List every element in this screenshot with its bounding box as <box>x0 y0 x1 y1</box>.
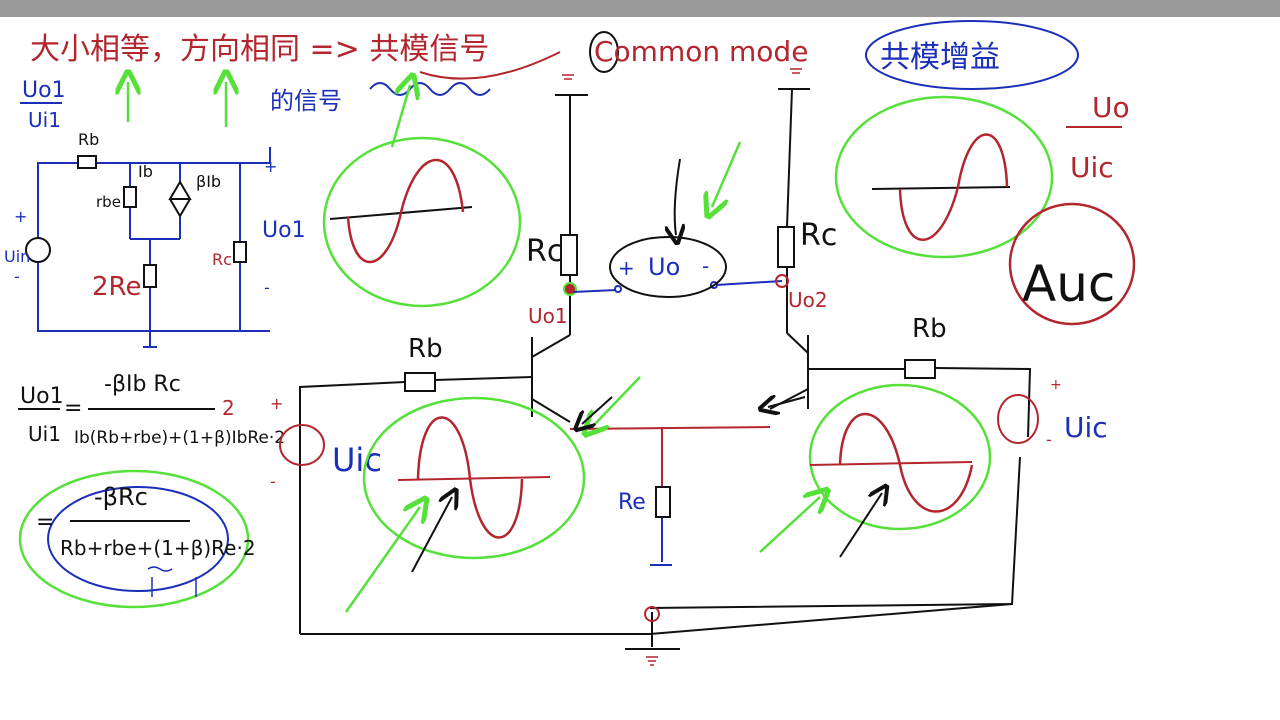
header-english: Common mode <box>594 35 808 68</box>
svg-text:Rb+rbe+(1+β)Re·2: Rb+rbe+(1+β)Re·2 <box>60 536 256 560</box>
uo1-label: Uo1 <box>528 304 568 328</box>
sine-bubble-top-left <box>322 136 522 308</box>
header-line1b: 的信号 <box>270 87 342 115</box>
left-rc: Rc <box>212 250 232 269</box>
header-underline <box>369 51 561 96</box>
rc-right-label: Rc <box>800 218 837 253</box>
left-plus: + <box>14 207 27 226</box>
black-arrows <box>411 158 882 573</box>
sine-bubble-bottom-left <box>362 396 586 560</box>
green-up-arrows <box>128 82 226 127</box>
left-beta-ib: βIb <box>196 172 221 191</box>
svg-text:Ui1: Ui1 <box>28 422 61 446</box>
re-label: Re <box>618 490 646 515</box>
sine-bubble-top-right <box>834 95 1054 259</box>
left-ratio: Uo1 Ui1 <box>20 78 66 132</box>
formula-fraction2: = -βRc Rb+rbe+(1+β)Re·2 <box>36 483 256 560</box>
svg-text:Uo1: Uo1 <box>20 384 64 409</box>
svg-text:=: = <box>36 510 54 535</box>
right-output-node <box>775 274 789 288</box>
left-ib: Ib <box>138 162 153 181</box>
whiteboard-canvas: 大小相等，方向相同 => 共模信号 的信号 Common mode 共模增益 U… <box>4 20 1136 666</box>
svg-text:=: = <box>64 396 82 421</box>
left-out-plus: + <box>264 157 277 176</box>
left-minus: - <box>14 267 20 286</box>
svg-text:Uo1: Uo1 <box>22 78 66 103</box>
main-emitter-node <box>569 426 771 487</box>
rc-left-label: Rc <box>526 234 563 269</box>
right-src-minus: - <box>1046 430 1052 449</box>
left-circuit-wires <box>37 147 271 348</box>
formula-fraction1: -βIb Rc Ib(Rb+rbe)+(1+β)IbRe·2 2 <box>74 372 285 448</box>
left-uin: Uin <box>4 247 30 266</box>
main-components <box>279 226 1039 622</box>
svg-text:Ib(Rb+rbe)+(1+β)IbRe·2: Ib(Rb+rbe)+(1+β)IbRe·2 <box>74 428 285 448</box>
auc-circle <box>1008 202 1136 326</box>
left-src-minus: - <box>270 472 276 491</box>
svg-text:Ui1: Ui1 <box>28 108 61 132</box>
left-out-minus: - <box>264 278 270 297</box>
sine-bubble-bottom-right <box>808 383 992 531</box>
left-uo1: Uo1 <box>262 218 306 243</box>
uo-label: Uo <box>648 253 680 281</box>
auc-label: Auc <box>1022 255 1115 313</box>
right-src-plus: + <box>1050 377 1062 393</box>
ground-symbols <box>562 68 802 666</box>
left-components <box>25 155 247 288</box>
left-rb: Rb <box>78 130 99 149</box>
uo-minus: - <box>702 254 709 278</box>
left-src-plus: + <box>270 394 283 413</box>
top-bar <box>0 0 1280 17</box>
svg-text:-βIb Rc: -βIb Rc <box>104 372 181 397</box>
gain-ratio: Uo Uic <box>1066 91 1130 184</box>
formula-blue-circle <box>47 486 229 592</box>
main-re-wire <box>650 517 672 566</box>
gain-title: 共模增益 <box>880 40 1000 75</box>
uic-left-label: Uic <box>332 441 382 479</box>
formula-green-circle <box>18 469 250 609</box>
rb-left-label: Rb <box>408 334 443 364</box>
uo-plus: + <box>618 256 635 280</box>
header-line1: 大小相等，方向相同 => 共模信号 <box>30 32 489 67</box>
svg-text:Uic: Uic <box>1070 151 1114 184</box>
left-rbe: rbe <box>96 193 121 211</box>
rb-right-label: Rb <box>912 314 947 344</box>
left-2re: 2Re <box>92 272 141 302</box>
svg-text:-βRc: -βRc <box>94 483 148 511</box>
uic-right-label: Uic <box>1064 411 1108 444</box>
output-leads <box>572 280 783 293</box>
formula-lhs: Uo1 Ui1 = <box>18 384 82 446</box>
svg-text:Uo: Uo <box>1092 91 1130 124</box>
c-circle <box>589 31 619 73</box>
uo2-label: Uo2 <box>788 288 828 312</box>
formula-blue-arrows <box>147 566 197 597</box>
formula-note-2: 2 <box>222 396 235 420</box>
gain-title-circle <box>865 20 1079 90</box>
green-arrows <box>344 85 820 613</box>
